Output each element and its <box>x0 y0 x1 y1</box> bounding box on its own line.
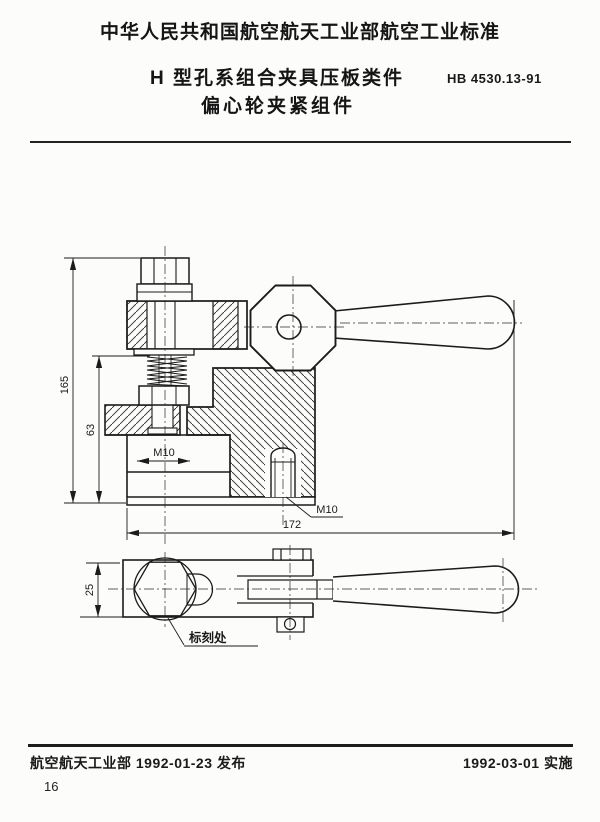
clamp-handle <box>333 295 516 350</box>
marking-note-label: 标刻处 <box>188 630 227 645</box>
dim-label-m10-stud: M10 <box>316 504 337 516</box>
header-rule <box>30 141 571 143</box>
dim-label-172: 172 <box>283 519 301 531</box>
top-view-handle <box>332 565 520 614</box>
top-view: 25 标刻处 <box>80 545 540 647</box>
spring <box>146 355 188 387</box>
standard-number: HB 4530.13-91 <box>447 71 542 86</box>
washer <box>133 348 195 356</box>
dimension-inner-height: 63 <box>85 355 150 503</box>
clamp-bolt <box>136 257 193 302</box>
top-view-pin-tab <box>272 548 312 561</box>
pressure-plate <box>126 300 248 350</box>
dim-label-165: 165 <box>59 376 71 394</box>
document-title-line2: 偏心轮夹紧组件 <box>201 96 356 117</box>
top-view-body <box>122 559 315 618</box>
footer-rule <box>28 744 573 747</box>
document-title-line1: H 型孔系组合夹具压板类件 <box>150 68 405 89</box>
dim-label-m10-slot: M10 <box>153 447 174 459</box>
eccentric-wheel <box>249 284 337 372</box>
footer-issued-text: 航空航天工业部 1992-01-23 发布 <box>30 755 246 771</box>
dimension-body-width: 25 <box>80 562 123 618</box>
marking-note: 标刻处 <box>167 617 258 647</box>
top-view-bottom-tab <box>276 616 305 633</box>
footer-effective-text: 1992-03-01 实施 <box>462 755 573 771</box>
centerlines-front <box>164 246 522 545</box>
centerlines-top <box>108 545 540 640</box>
top-view-fork <box>237 575 334 604</box>
leader-thread-stud: M10 <box>285 496 343 518</box>
dimension-overall-length: 172 <box>126 300 515 540</box>
dimension-thread-slot: M10 <box>137 447 190 465</box>
base-bottom-plate <box>126 496 316 506</box>
hex-nut <box>138 385 190 406</box>
m10-stud <box>265 447 301 497</box>
dim-label-63: 63 <box>85 424 97 436</box>
dimension-overall-height: 165 <box>59 257 140 504</box>
front-view: 165 63 172 M10 <box>59 246 522 545</box>
dim-label-25: 25 <box>84 584 96 596</box>
standard-authority-line: 中华人民共和国航空航天工业部航空工业标准 <box>99 22 500 43</box>
page-number: 16 <box>44 779 59 794</box>
support-arm <box>104 404 230 497</box>
